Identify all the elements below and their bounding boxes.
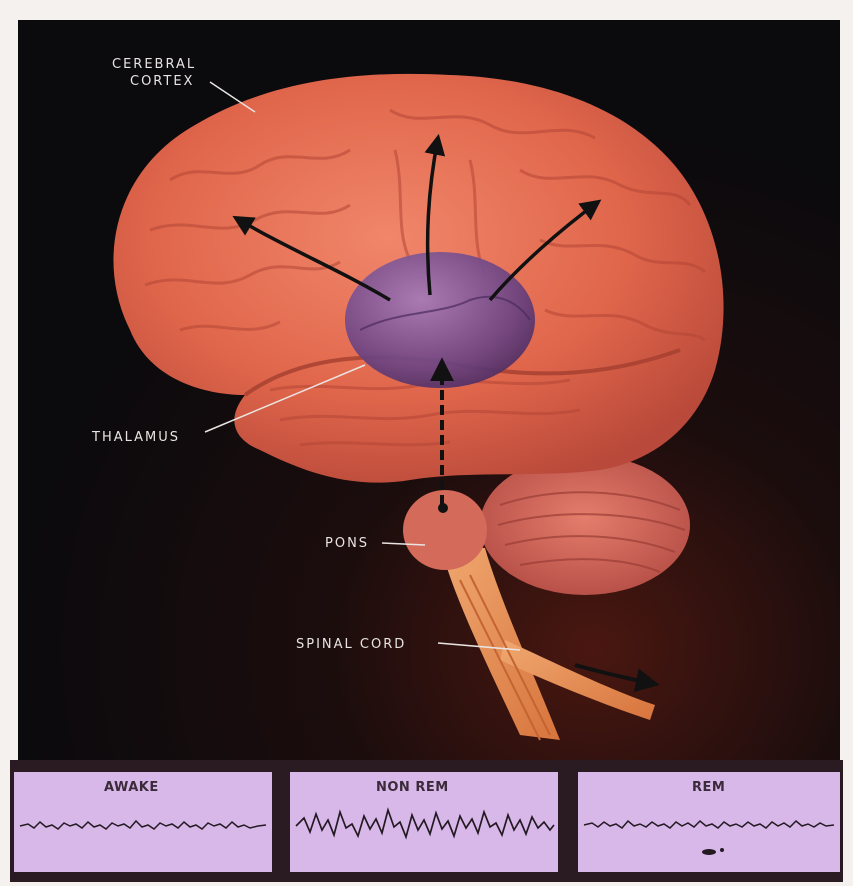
spinal-cord-label: SPINAL CORD <box>296 636 406 653</box>
pons-origin-dot <box>438 503 448 513</box>
thalamus-label: THALAMUS <box>92 429 180 446</box>
cerebral-cortex-label: CEREBRAL CORTEX <box>112 56 196 90</box>
cerebral-cortex-label-line2: CORTEX <box>112 73 196 90</box>
eeg-rem-mark <box>702 849 716 855</box>
eeg-rem-title: REM <box>692 780 725 795</box>
eeg-non-rem-title: NON REM <box>376 780 449 795</box>
cerebral-cortex-label-line1: CEREBRAL <box>112 56 196 73</box>
cerebellum <box>480 455 690 595</box>
pons <box>403 490 487 570</box>
eeg-rem-dot <box>720 848 724 852</box>
pons-label: PONS <box>325 535 369 552</box>
eeg-awake-title: AWAKE <box>104 780 159 795</box>
